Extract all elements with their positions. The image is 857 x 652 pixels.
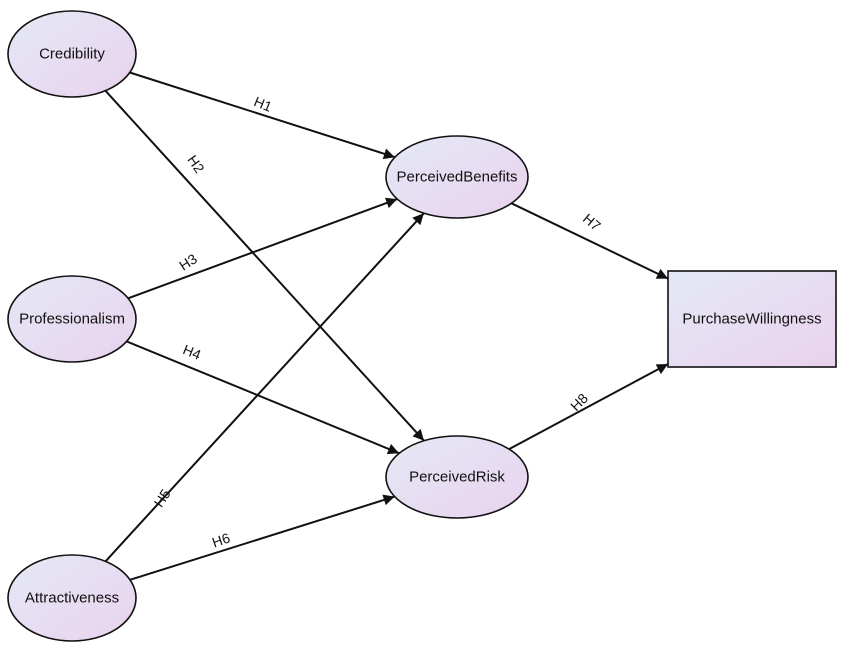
edge-label-h6: H6 [210, 529, 232, 550]
node-professionalism: Professionalism [7, 275, 137, 363]
perceived-benefits-label: PerceivedBenefits [397, 169, 518, 186]
node-perceived-benefits: PerceivedBenefits [385, 135, 529, 219]
edge-label-h3: H3 [176, 250, 200, 273]
edge-label-h8: H8 [567, 390, 591, 414]
path-arrow-h5 [104, 212, 425, 563]
attractiveness-label: Attractiveness [25, 590, 119, 607]
edge-label-h2: H2 [184, 152, 207, 176]
path-arrow-h7 [511, 202, 669, 280]
purchase-willingness-label: PurchaseWillingness [682, 311, 821, 328]
professionalism-label: Professionalism [19, 311, 125, 328]
attractiveness-ellipse [7, 554, 137, 642]
perceived-benefits-ellipse [385, 135, 529, 219]
node-attractiveness: Attractiveness [7, 554, 137, 642]
path-arrow-h2 [104, 90, 425, 442]
edge-label-h1: H1 [252, 93, 275, 115]
path-arrow-h6 [129, 494, 395, 581]
path-arrow-h8 [508, 363, 669, 450]
node-credibility: Credibility [7, 10, 137, 98]
edge-label-h7: H7 [580, 210, 604, 234]
node-purchase-willingness: PurchaseWillingness [667, 270, 837, 368]
perceived-risk-label: PerceivedRisk [409, 469, 505, 486]
path-arrow-h3 [127, 197, 398, 300]
node-perceived-risk: PerceivedRisk [385, 435, 529, 519]
path-arrow-h1 [129, 71, 396, 160]
edge-label-h4: H4 [181, 341, 204, 363]
perceived-risk-ellipse [385, 435, 529, 519]
credibility-ellipse [7, 10, 137, 98]
credibility-label: Credibility [39, 46, 105, 63]
nodes-layer: CredibilityProfessionalismAttractiveness… [7, 10, 837, 642]
professionalism-ellipse [7, 275, 137, 363]
purchase-willingness-box [667, 270, 837, 368]
path-arrow-h4 [126, 340, 400, 455]
